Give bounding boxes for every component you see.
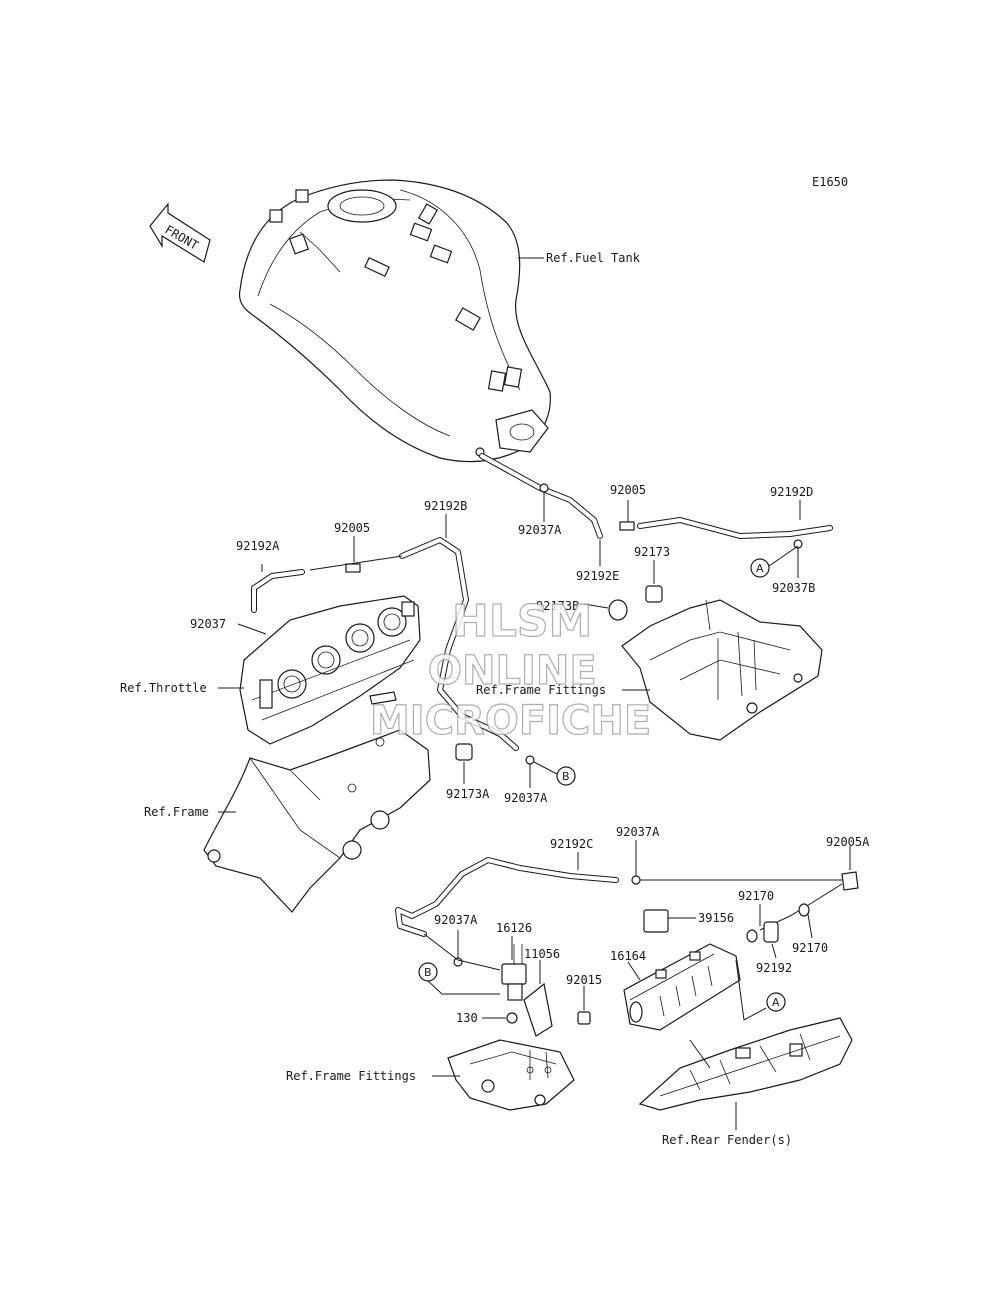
fitting-92005a: [841, 871, 859, 891]
connector-a-low: [766, 992, 786, 1012]
grommet-92173b: [608, 599, 628, 621]
watermark: HLSM ONLINE MICROFICHE: [369, 595, 651, 744]
label-16164: 16164: [610, 949, 646, 963]
hose-92192b: [399, 537, 519, 751]
hose-92192a: [251, 569, 305, 613]
front-arrow-icon: FRONT: [149, 202, 211, 263]
hose-92192d: [637, 517, 833, 539]
label-92037a-left: 92037A: [434, 913, 478, 927]
label-39156: 39156: [698, 911, 734, 925]
connector-a-top-label: A: [756, 562, 764, 575]
nut-92015: [577, 1011, 591, 1025]
ref-frame-fittings-upper: Ref.Frame Fittings: [476, 683, 606, 697]
label-92005-top: 92005: [610, 483, 646, 497]
clip-92037a-top: [539, 483, 549, 493]
fuel-tank: Ref.Fuel Tank: [238, 179, 641, 463]
label-92192b: 92192B: [424, 499, 467, 513]
hose-92192e: [479, 453, 603, 539]
diagram-code: E1650: [812, 175, 848, 189]
label-92037b: 92037B: [772, 581, 815, 595]
rear-fender: [638, 1017, 853, 1111]
clamp-92170-b: [798, 903, 810, 917]
watermark-line3: MICROFICHE: [370, 698, 651, 744]
ref-fuel-tank: Ref.Fuel Tank: [546, 251, 641, 265]
connector-b-mid: [556, 766, 576, 786]
frame-fittings-bracket-lower: [447, 1039, 575, 1111]
connector-a-top: [750, 558, 770, 578]
ref-frame-fittings-lower: Ref.Frame Fittings: [286, 1069, 416, 1083]
label-130: 130: [456, 1011, 478, 1025]
label-92037a-low: 92037A: [616, 825, 660, 839]
label-11056: 11056: [524, 947, 560, 961]
label-92192a: 92192A: [236, 539, 280, 553]
clip-92037a-left: [453, 957, 463, 967]
label-92037a-mid: 92037A: [504, 791, 548, 805]
connector-b-mid-label: B: [562, 770, 570, 783]
label-92005-mid: 92005: [334, 521, 370, 535]
ref-frame: Ref.Frame: [144, 805, 209, 819]
label-92037: 92037: [190, 617, 226, 631]
bolt-130: [506, 1012, 518, 1024]
label-92037a-top: 92037A: [518, 523, 562, 537]
clip-92037a-low: [631, 875, 641, 885]
watermark-line2: ONLINE: [428, 648, 597, 694]
bracket-11056: [523, 982, 553, 1037]
clamp-92005-top: [619, 521, 635, 531]
bracket-39156: [643, 909, 669, 933]
connector-b-low-label: B: [424, 966, 432, 979]
clamp-92170-a: [746, 929, 758, 943]
label-92170-a: 92170: [738, 889, 774, 903]
label-92005a: 92005A: [826, 835, 870, 849]
label-92173a: 92173A: [446, 787, 490, 801]
label-92015: 92015: [566, 973, 602, 987]
grommet-92173a: [455, 743, 473, 761]
frame-fittings-tray-upper: [621, 599, 823, 741]
clip-92037b: [793, 539, 803, 549]
ref-throttle: Ref.Throttle: [120, 681, 207, 695]
ref-rear-fender: Ref.Rear Fender(s): [662, 1133, 792, 1147]
label-92192: 92192: [756, 961, 792, 975]
throttle-body: [239, 595, 421, 745]
label-16126: 16126: [496, 921, 532, 935]
clip-92037a-mid: [525, 755, 535, 765]
frame: [203, 729, 431, 913]
label-92192e: 92192E: [576, 569, 619, 583]
clamp-92005-mid: [345, 563, 361, 573]
hose-92192c: [395, 857, 619, 937]
connector-a-low-label: A: [772, 996, 780, 1009]
canister-16164: [623, 943, 741, 1031]
label-92192c: 92192C: [550, 837, 593, 851]
label-92173b: 92173B: [536, 599, 579, 613]
grommet-92173: [645, 585, 663, 603]
label-92173: 92173: [634, 545, 670, 559]
label-92192d: 92192D: [770, 485, 813, 499]
hose-92192-short: [763, 921, 779, 943]
label-92170-b: 92170: [792, 941, 828, 955]
solenoid-valve-16126: [501, 944, 527, 1001]
watermark-line1: HLSM: [452, 596, 592, 647]
